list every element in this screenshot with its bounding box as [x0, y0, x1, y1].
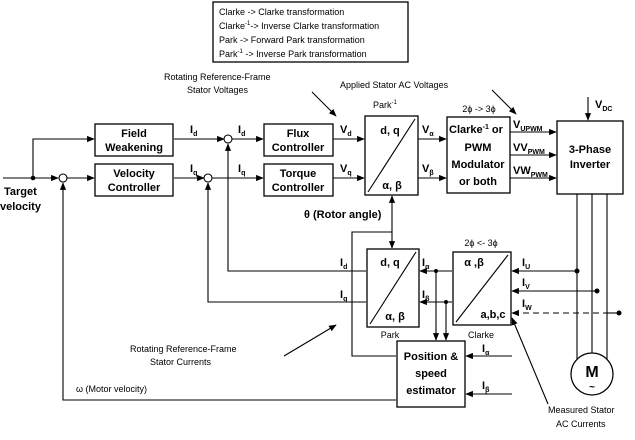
- signal-id-second: Id: [238, 124, 245, 138]
- park-label: Park: [381, 330, 400, 340]
- annotation-measured-currents-line1: Measured Stator: [548, 405, 615, 415]
- motor-tilde: ~: [589, 382, 595, 393]
- pwm-line1: Clarke-1 or: [449, 124, 504, 136]
- inverter-line2: Inverter: [570, 159, 611, 171]
- signal-rotor-angle: θ (Rotor angle): [304, 209, 382, 221]
- arrow-rotating-voltages: [311, 91, 337, 117]
- legend-inverse-clarke: Clarke-1-> Inverse Clarke transformation: [219, 21, 379, 31]
- signal-vbeta: Vβ: [422, 163, 434, 177]
- signal-ibeta: Iβ: [422, 289, 430, 303]
- velocity-controller-block: [94, 163, 174, 197]
- torque-controller-line2: Controller: [272, 182, 325, 194]
- id-summing-junction: [223, 134, 233, 144]
- annotation-rotating-voltages-line1: Rotating Reference-Frame: [164, 72, 271, 82]
- inverter-line1: 3-Phase: [569, 144, 611, 156]
- target-velocity-label-line2: velocity: [0, 201, 42, 213]
- signal-valpha: Vα: [422, 124, 434, 138]
- clarke-header: 2ϕ <- 3ϕ: [464, 238, 497, 248]
- velocity-summing-junction: [58, 173, 68, 183]
- iq-summing-junction: [203, 173, 213, 183]
- pwm-header: 2ϕ -> 3ϕ: [462, 104, 495, 114]
- pwm-line4: or both: [459, 176, 497, 188]
- arrow-measured-currents: [511, 317, 549, 405]
- legend-box: [212, 1, 409, 63]
- annotation-motor-velocity: ω (Motor velocity): [76, 384, 147, 394]
- torque-controller-block: [263, 163, 334, 197]
- pwm-line3: Modulator: [451, 159, 505, 171]
- annotation-applied-voltages: Applied Stator AC Voltages: [340, 80, 449, 90]
- signal-vq: Vq: [340, 163, 352, 177]
- signal-iq-second: Iq: [238, 163, 245, 177]
- signal-iw: IW: [522, 298, 532, 312]
- signal-vdc: VDC: [595, 99, 612, 113]
- signal-v-upwm: VUPWM: [513, 119, 543, 133]
- arrow-applied-voltages: [491, 89, 517, 115]
- signal-v-vpwm: VVPWM: [513, 142, 545, 156]
- motor-label: M: [585, 364, 598, 381]
- flux-controller-line1: Flux: [287, 128, 310, 140]
- target-velocity-label-line1: Target: [4, 186, 37, 198]
- signal-est-ialpha: Iα: [482, 343, 490, 357]
- signal-park-id: Id: [340, 257, 347, 271]
- annotation-rotating-currents-line2: Stator Currents: [150, 357, 212, 367]
- inverse-park-label: Park-1: [373, 100, 398, 110]
- signal-iu: IU: [522, 257, 530, 271]
- park-bottom: α, β: [385, 311, 405, 323]
- estimator-line1: Position &: [404, 351, 458, 363]
- signal-id-first: Id: [190, 124, 197, 138]
- signal-est-ibeta: Iβ: [482, 380, 490, 394]
- three-phase-inverter-block: [556, 120, 624, 195]
- signal-ialpha: Iα: [422, 257, 430, 271]
- estimator-line3: estimator: [406, 385, 456, 397]
- inverse-park-bottom: α, β: [382, 180, 402, 192]
- legend-inverse-park: Park-1 -> Inverse Park transformation: [219, 49, 367, 59]
- signal-v-wpwm: VWPWM: [513, 165, 548, 179]
- field-weakening-block: [94, 123, 174, 157]
- signal-park-iq: Iq: [340, 289, 347, 303]
- signal-iq-first: Iq: [190, 163, 197, 177]
- park-top: d, q: [380, 257, 400, 269]
- legend-park: Park -> Forward Park transformation: [219, 35, 365, 45]
- signal-iv: IV: [522, 277, 530, 291]
- inverse-park-top: d, q: [380, 125, 400, 137]
- clarke-bottom: a,b,c: [480, 309, 505, 321]
- velocity-controller-line1: Velocity: [113, 168, 155, 180]
- velocity-controller-line2: Controller: [108, 182, 161, 194]
- flux-controller-block: [263, 123, 334, 157]
- pwm-modulator-block: [446, 116, 511, 194]
- clarke-label: Clarke: [468, 330, 494, 340]
- field-weakening-line1: Field: [121, 128, 147, 140]
- annotation-rotating-currents-line1: Rotating Reference-Frame: [130, 344, 237, 354]
- clarke-top: α ,β: [464, 257, 484, 269]
- legend-clarke: Clarke -> Clarke transformation: [219, 7, 344, 17]
- flux-controller-line2: Controller: [272, 142, 325, 154]
- annotation-measured-currents-line2: AC Currents: [556, 419, 606, 429]
- pwm-line2: PWM: [465, 142, 492, 154]
- annotation-rotating-voltages-line2: Stator Voltages: [187, 85, 249, 95]
- arrow-rotating-currents: [283, 324, 337, 357]
- position-speed-estimator-block: [396, 340, 466, 408]
- field-weakening-line2: Weakening: [105, 142, 163, 154]
- signal-vd: Vd: [340, 124, 352, 138]
- estimator-line2: speed: [415, 368, 447, 380]
- motor-symbol: [570, 352, 614, 396]
- torque-controller-line1: Torque: [280, 168, 316, 180]
